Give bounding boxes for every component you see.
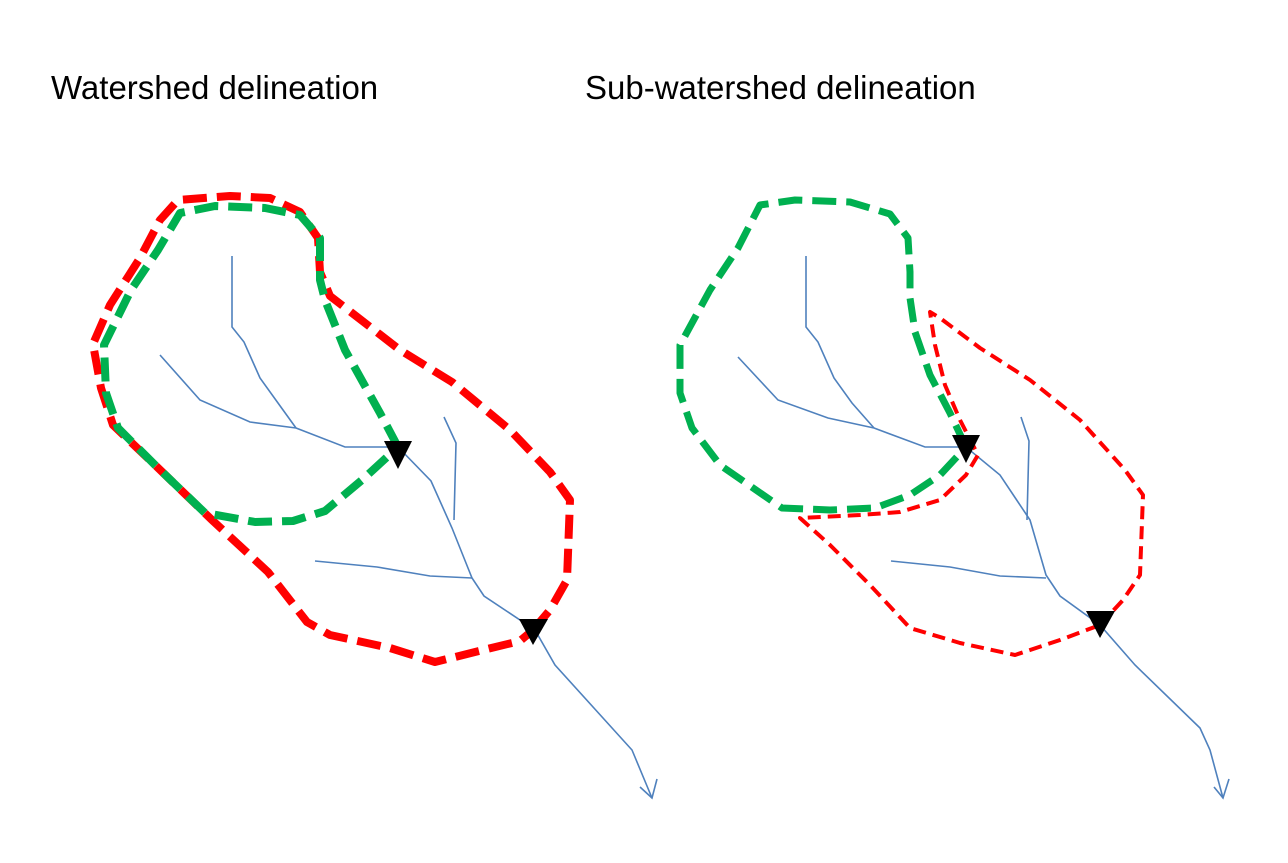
stream-tributary [890,560,1047,579]
lower-subwatershed-boundary [798,310,1145,657]
outlet-triangle-icon [519,619,548,645]
subwatershed-boundary [100,202,402,526]
panel-title-watershed: Watershed delineation [51,69,379,106]
watershed-boundary [89,192,574,666]
stream-tributary [231,256,297,429]
outlet-triangle-icon [384,441,412,469]
stream-tributary [805,256,875,429]
stream-tributary [443,416,457,521]
outlet-triangle-icon [1086,611,1115,638]
stream-tributary [737,356,875,429]
upper-subwatershed-boundary [676,196,970,514]
outlet-triangle-icon [952,435,980,463]
watershed-panel [89,192,658,800]
panel-title-sub-watershed: Sub-watershed delineation [585,69,976,106]
sub-watershed-panel [676,196,1230,800]
stream-network [159,256,658,800]
stream-tributary [1020,416,1030,521]
stream-network [737,256,1230,800]
stream-main-channel [295,427,653,799]
arrowhead-icon [1213,778,1230,800]
arrowhead-icon [639,778,658,800]
stream-tributary [159,354,297,429]
stream-tributary [314,560,473,579]
